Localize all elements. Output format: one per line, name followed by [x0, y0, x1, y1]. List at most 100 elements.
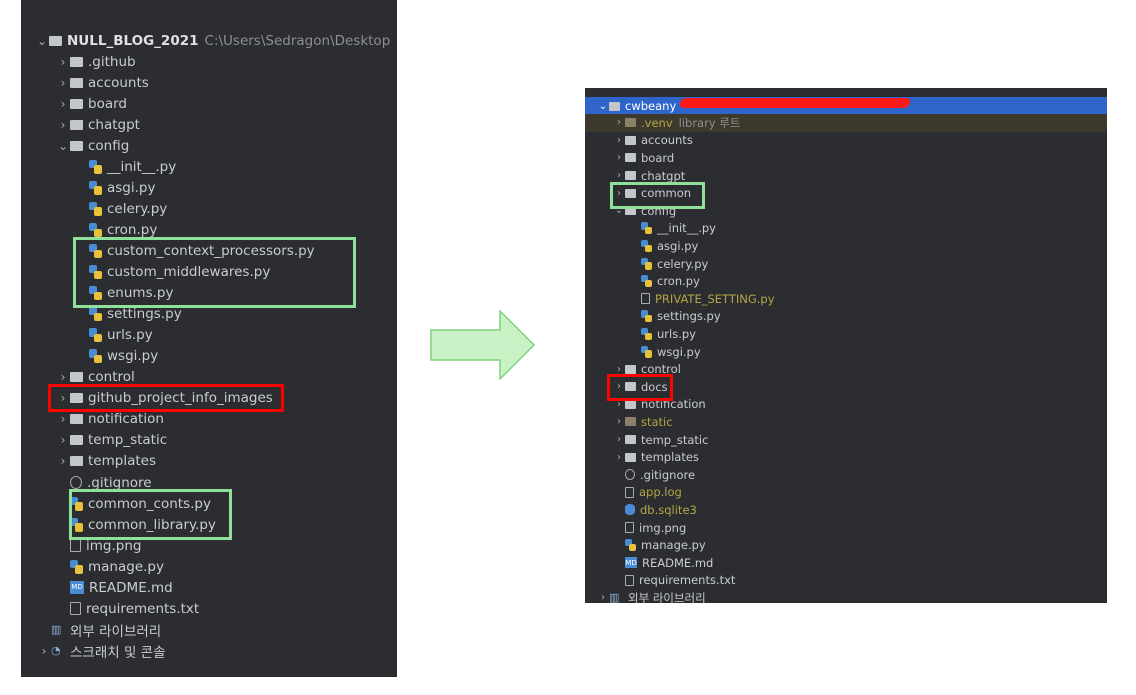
tree-row[interactable]: celery.py: [21, 198, 397, 219]
tree-row[interactable]: PRIVATE_SETTING.py: [585, 290, 1107, 308]
chevron-right-icon[interactable]: ›: [617, 434, 621, 446]
tree-row-label: docs: [641, 379, 668, 394]
chevron-right-icon[interactable]: ›: [60, 433, 66, 448]
tree-row[interactable]: ›static: [585, 413, 1107, 431]
tree-row[interactable]: settings.py: [585, 308, 1107, 326]
chevron-right-icon[interactable]: ›: [60, 412, 66, 427]
tree-row[interactable]: ›control: [21, 367, 397, 388]
tree-row[interactable]: .gitignore: [21, 472, 397, 493]
tree-row[interactable]: __init__.py: [585, 220, 1107, 238]
python-file-icon: [89, 307, 102, 322]
chevron-down-icon[interactable]: ⌄: [614, 205, 624, 217]
text-file-icon: [625, 574, 634, 586]
tree-row[interactable]: › chatgpt: [21, 114, 397, 135]
tree-row[interactable]: ›◔스크래치 및 콘솔: [21, 640, 397, 661]
tree-row[interactable]: ›accounts: [21, 72, 397, 93]
tree-row[interactable]: ›.github: [21, 51, 397, 72]
chevron-right-icon[interactable]: ›: [60, 96, 66, 111]
tree-row[interactable]: wsgi.py: [21, 346, 397, 367]
tree-row[interactable]: celery.py: [585, 255, 1107, 273]
tree-row-label: README.md: [642, 555, 714, 570]
tree-row[interactable]: ›control: [585, 360, 1107, 378]
chevron-right-icon[interactable]: ›: [617, 451, 621, 463]
tree-row-label: settings.py: [657, 309, 721, 324]
tree-row[interactable]: ⌄config: [21, 135, 397, 156]
tree-row[interactable]: ›notification: [21, 409, 397, 430]
chevron-right-icon[interactable]: ›: [617, 134, 621, 146]
tree-row[interactable]: custom_middlewares.py: [21, 262, 397, 283]
chevron-right-icon[interactable]: ›: [617, 398, 621, 410]
chevron-right-icon[interactable]: ›: [617, 117, 621, 129]
tree-row-label: __init__.py: [657, 221, 716, 236]
chevron-right-icon[interactable]: ›: [617, 363, 621, 375]
tree-root-row[interactable]: ⌄ NULL_BLOG_2021 C:\Users\Sedragon\Deskt…: [21, 30, 397, 51]
tree-row-label: chatgpt: [88, 116, 140, 133]
tree-row[interactable]: ›temp_static: [585, 431, 1107, 449]
tree-row-label: wsgi.py: [657, 344, 701, 359]
tree-row[interactable]: manage.py: [21, 556, 397, 577]
tree-row[interactable]: wsgi.py: [585, 343, 1107, 361]
tree-row[interactable]: .gitignore: [585, 466, 1107, 484]
tree-row[interactable]: ›chatgpt: [585, 167, 1107, 185]
tree-row-label: 스크래치 및 콘솔: [70, 644, 166, 661]
tree-row[interactable]: app.log: [585, 484, 1107, 502]
tree-row[interactable]: › templates: [585, 448, 1107, 466]
python-file-icon: [641, 310, 652, 323]
tree-row[interactable]: ›common: [585, 184, 1107, 202]
tree-row[interactable]: common_conts.py: [21, 493, 397, 514]
tree-row[interactable]: img.png: [585, 519, 1107, 537]
tree-row[interactable]: ›▥외부 라이브러리: [585, 589, 1107, 603]
tree-row[interactable]: enums.py: [21, 283, 397, 304]
tree-row[interactable]: ›board: [21, 93, 397, 114]
tree-row[interactable]: common_library.py: [21, 514, 397, 535]
chevron-down-icon[interactable]: ⌄: [36, 33, 48, 48]
tree-row-label: templates: [641, 450, 699, 465]
chevron-down-icon[interactable]: ⌄: [57, 138, 69, 153]
tree-row[interactable]: asgi.py: [585, 237, 1107, 255]
chevron-right-icon[interactable]: ›: [60, 117, 66, 132]
chevron-right-icon[interactable]: ›: [601, 592, 605, 603]
highlight-box-github-images: [48, 384, 284, 412]
tree-row[interactable]: __init__.py: [21, 156, 397, 177]
chevron-right-icon[interactable]: ›: [60, 75, 66, 90]
tree-row[interactable]: ›github_project_info_images: [21, 388, 397, 409]
chevron-right-icon[interactable]: ›: [60, 370, 66, 385]
chevron-right-icon[interactable]: ›: [617, 416, 621, 428]
tree-row[interactable]: ›temp_static: [21, 430, 397, 451]
tree-row[interactable]: ›templates: [21, 451, 397, 472]
chevron-right-icon[interactable]: ›: [60, 54, 66, 69]
chevron-right-icon[interactable]: ›: [41, 643, 47, 658]
tree-row-label: requirements.txt: [86, 600, 200, 617]
tree-row[interactable]: ▥외부 라이브러리: [21, 619, 397, 640]
chevron-down-icon[interactable]: ⌄: [598, 100, 608, 112]
chevron-right-icon[interactable]: ›: [617, 381, 621, 393]
tree-row[interactable]: urls.py: [585, 325, 1107, 343]
python-file-icon: [89, 201, 102, 216]
tree-row[interactable]: requirements.txt: [21, 598, 397, 619]
tree-row[interactable]: cron.py: [21, 219, 397, 240]
tree-row[interactable]: ›accounts: [585, 132, 1107, 150]
tree-row[interactable]: asgi.py: [21, 177, 397, 198]
project-path: C:\Users\Sedragon\Desktop: [204, 32, 391, 49]
tree-row-label: custom_context_processors.py: [107, 242, 315, 259]
chevron-right-icon[interactable]: ›: [617, 187, 621, 199]
project-name: NULL_BLOG_2021: [67, 32, 199, 49]
chevron-right-icon[interactable]: ›: [60, 391, 66, 406]
tree-row[interactable]: urls.py: [21, 325, 397, 346]
chevron-right-icon[interactable]: ›: [617, 152, 621, 164]
tree-row[interactable]: ›board: [585, 149, 1107, 167]
folder-icon: [625, 188, 636, 198]
tree-row[interactable]: cron.py: [585, 272, 1107, 290]
chevron-right-icon[interactable]: ›: [617, 170, 621, 182]
tree-row[interactable]: requirements.txt: [585, 572, 1107, 590]
tree-row[interactable]: settings.py: [21, 304, 397, 325]
tree-row[interactable]: › docs: [585, 378, 1107, 396]
chevron-right-icon[interactable]: ›: [60, 454, 66, 469]
folder-icon: [70, 435, 83, 446]
tree-row[interactable]: db.sqlite3: [585, 501, 1107, 519]
tree-row[interactable]: custom_context_processors.py: [21, 240, 397, 261]
tree-row[interactable]: manage.py: [585, 536, 1107, 554]
